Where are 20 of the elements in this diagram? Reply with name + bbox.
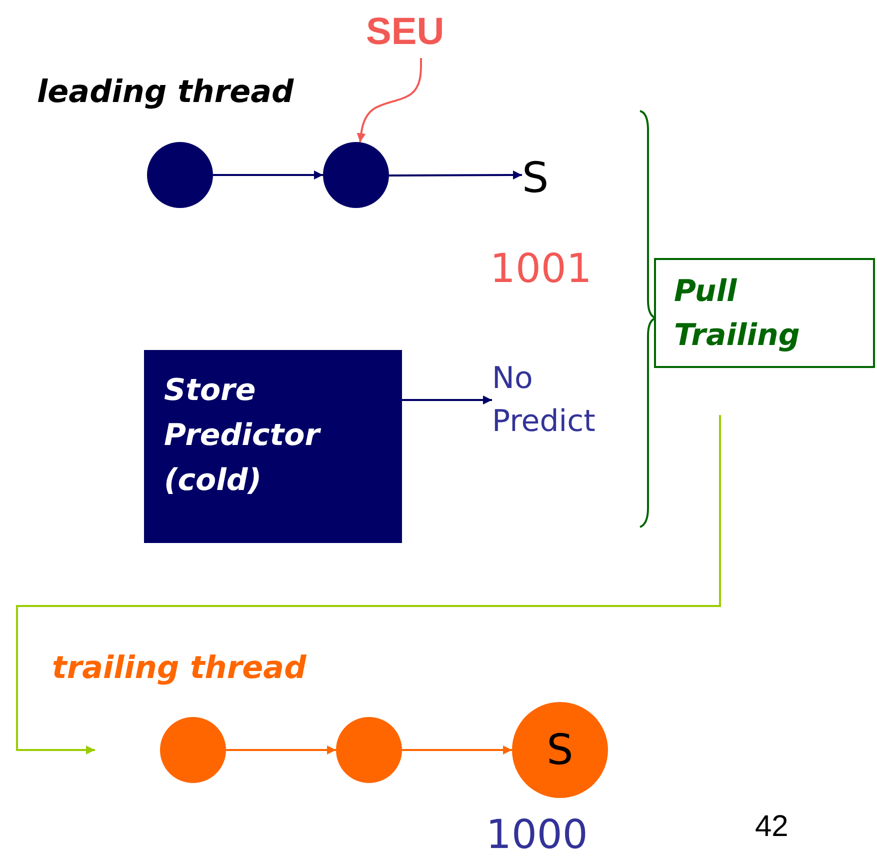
arrow bbox=[402, 746, 512, 754]
store-label: S bbox=[522, 154, 550, 202]
action-box bbox=[654, 258, 875, 368]
thread-title: leading thread bbox=[37, 74, 294, 110]
arrow bbox=[16, 415, 721, 754]
value-label: 1001 bbox=[490, 246, 592, 292]
arrow bbox=[356, 58, 422, 142]
page-number: 42 bbox=[755, 810, 788, 844]
predictor-box bbox=[144, 350, 402, 543]
fault-label: SEU bbox=[366, 11, 446, 55]
thread-title: trailing thread bbox=[52, 650, 306, 686]
value-label: 1000 bbox=[486, 812, 588, 858]
node-text: Pull Trailing bbox=[674, 273, 801, 354]
prediction-label: No Predict bbox=[492, 360, 596, 441]
arrow bbox=[226, 746, 336, 754]
node-text: Store Predictor (cold) bbox=[164, 372, 322, 500]
node-text: S bbox=[546, 726, 574, 774]
arrow bbox=[402, 396, 492, 404]
arrow bbox=[389, 170, 522, 180]
arrow bbox=[213, 170, 323, 180]
